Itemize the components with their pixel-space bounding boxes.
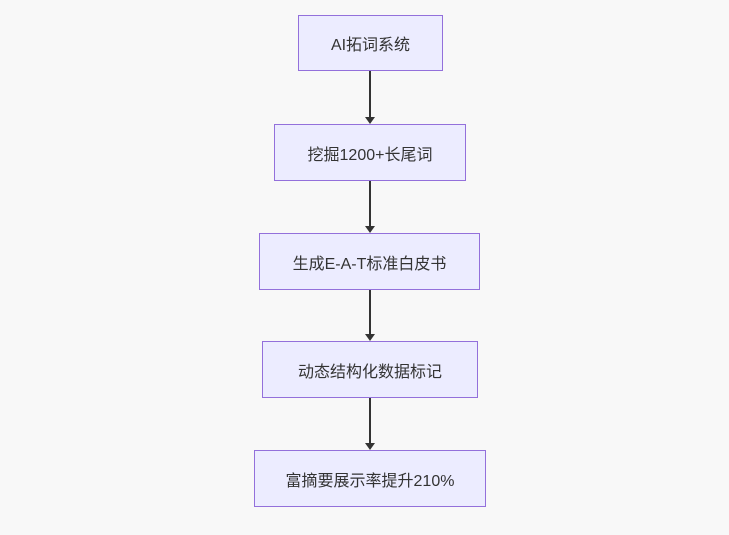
flow-node-structured-data-markup: 动态结构化数据标记 xyxy=(262,341,478,398)
edge-line-2 xyxy=(369,181,371,226)
flow-node-ai-expansion-system: AI拓词系统 xyxy=(298,15,443,71)
flow-node-label: 生成E-A-T标准白皮书 xyxy=(292,255,447,273)
edge-line-4 xyxy=(369,398,371,443)
arrowhead-down-icon xyxy=(365,117,375,124)
flow-node-longtail-mining: 挖掘1200+长尾词 xyxy=(274,124,466,181)
flow-node-rich-snippet-result: 富摘要展示率提升210% xyxy=(254,450,486,507)
arrowhead-down-icon xyxy=(365,334,375,341)
flow-node-eat-whitepaper: 生成E-A-T标准白皮书 xyxy=(259,233,480,290)
flow-node-label: AI拓词系统 xyxy=(330,37,411,54)
flow-node-label: 动态结构化数据标记 xyxy=(297,363,442,381)
edge-line-1 xyxy=(369,71,371,117)
arrowhead-down-icon xyxy=(365,226,375,233)
arrowhead-down-icon xyxy=(365,443,375,450)
flow-node-label: 富摘要展示率提升210% xyxy=(285,472,455,490)
edge-line-3 xyxy=(369,290,371,334)
flow-node-label: 挖掘1200+长尾词 xyxy=(307,146,433,164)
